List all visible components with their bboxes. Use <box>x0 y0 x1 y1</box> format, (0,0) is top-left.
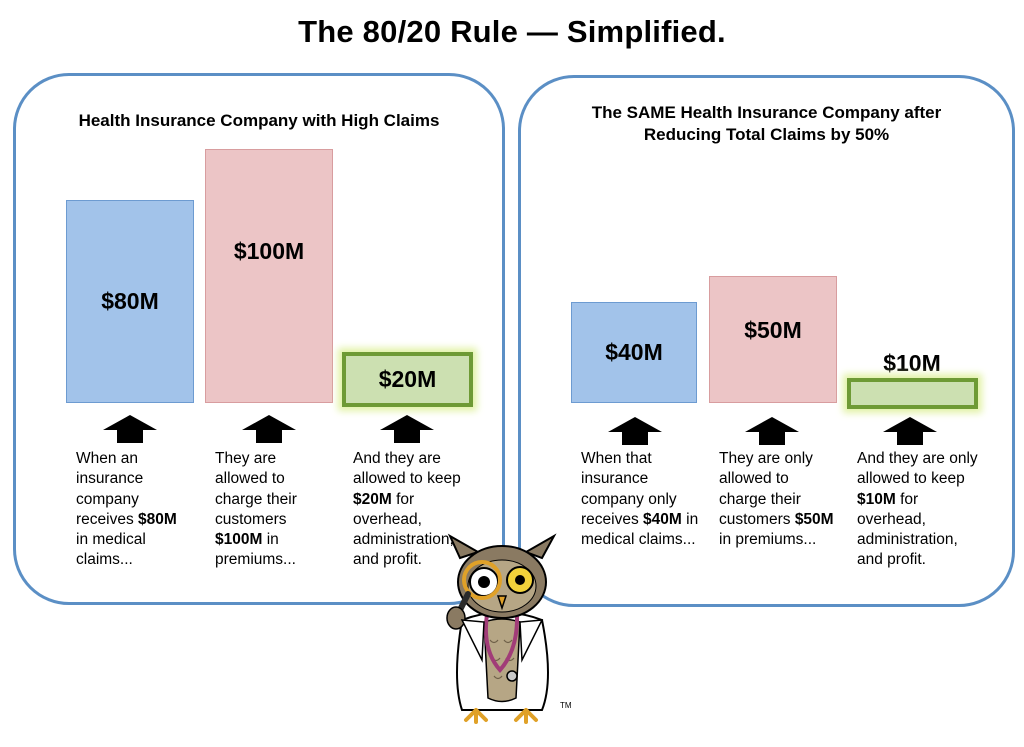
description-keep: And they are only allowed to keep $10M f… <box>857 450 978 569</box>
panel-high-claims: Health Insurance Company with High Claim… <box>13 73 505 605</box>
up-arrow-icon <box>380 415 434 443</box>
panel-title-line2: Reducing Total Claims by 50% <box>643 125 890 144</box>
bar-label: $100M <box>233 237 305 264</box>
doctor-owl-with-magnifying-glass-icon: TM <box>446 533 572 724</box>
page-title: The 80/20 Rule — Simplified. <box>298 14 726 49</box>
bar-premiums: $50M <box>709 276 837 403</box>
description-premiums: They are only allowed to charge their cu… <box>719 450 834 549</box>
trademark-mark: TM <box>560 701 572 710</box>
bar-label: $40M <box>605 339 663 365</box>
bar-label: $80M <box>101 288 159 314</box>
panel-title: The SAME Health Insurance Company after … <box>521 102 1012 146</box>
bar-label: $50M <box>744 317 802 343</box>
bar-keep <box>847 378 978 409</box>
panel-reduced-claims: The SAME Health Insurance Company after … <box>518 75 1015 607</box>
description-premiums: They are allowed to charge their custome… <box>215 450 297 569</box>
up-arrow-icon <box>883 417 937 445</box>
panel-title: Health Insurance Company with High Claim… <box>78 111 440 130</box>
up-arrow-icon <box>242 415 296 443</box>
description-claims: When that insurance company only receive… <box>581 450 699 549</box>
bar-premiums: $100M <box>205 149 333 403</box>
bar-claims: $40M <box>571 302 697 403</box>
bar-label: $20M <box>378 366 437 392</box>
up-arrow-icon <box>745 417 799 445</box>
description-keep: And they are allowed to keep $20M for ov… <box>353 450 461 569</box>
bar-keep: $20M <box>342 352 473 407</box>
up-arrow-icon <box>608 417 662 445</box>
up-arrow-icon <box>103 415 157 443</box>
bar-claims: $80M <box>66 200 194 403</box>
description-claims: When an insurance company receives $80M … <box>76 450 177 569</box>
panel-title-line1: The SAME Health Insurance Company after <box>591 103 942 122</box>
bar-label: $10M <box>883 350 941 376</box>
